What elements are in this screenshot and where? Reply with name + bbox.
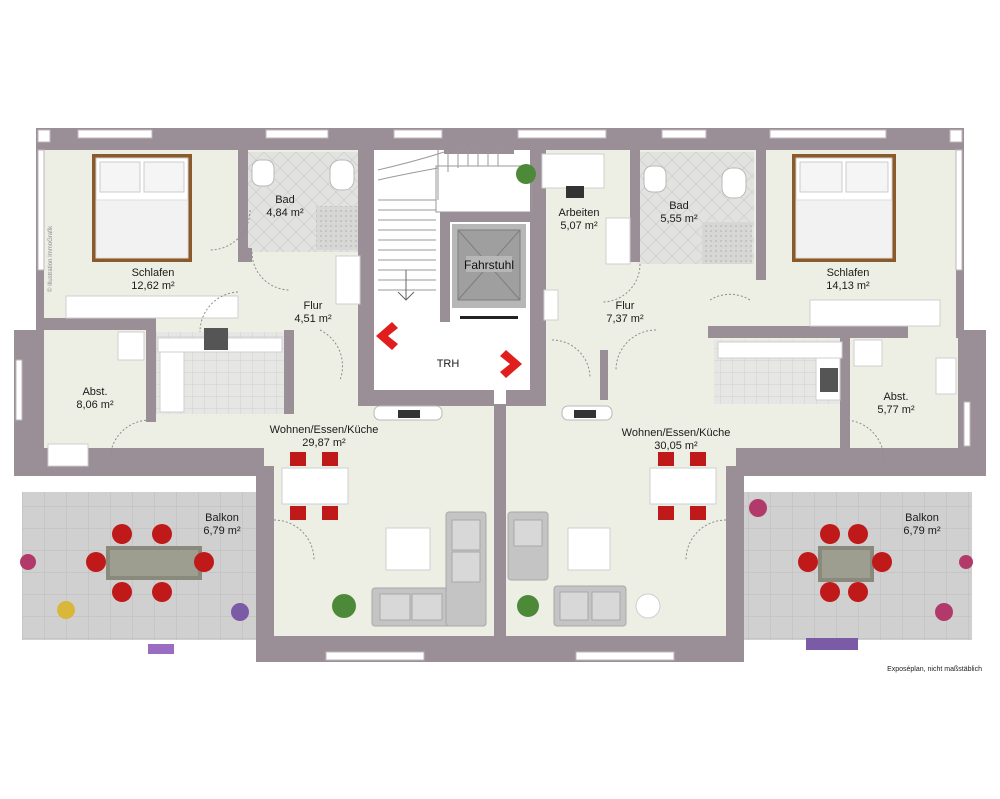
room-name-flur-right: Flur bbox=[616, 300, 635, 312]
room-area-balkon-left: 6,79 m² bbox=[203, 525, 241, 537]
room-name-abst-right: Abst. bbox=[883, 391, 908, 403]
room-name-flur-left: Flur bbox=[304, 300, 323, 312]
room-name-wohnen-right: Wohnen/Essen/Küche bbox=[622, 427, 731, 439]
bed-left bbox=[92, 154, 192, 262]
room-area-flur-right: 7,37 m² bbox=[606, 313, 644, 325]
room-name-balkon-left: Balkon bbox=[205, 512, 239, 524]
room-labels: Schlafen 12,62 m² Bad 4,84 m² Flur 4,51 … bbox=[76, 194, 941, 537]
room-name-bad-left: Bad bbox=[275, 194, 295, 206]
room-area-abst-left: 8,06 m² bbox=[76, 399, 114, 411]
room-area-abst-right: 5,77 m² bbox=[877, 404, 915, 416]
room-name-wohnen-left: Wohnen/Essen/Küche bbox=[270, 424, 379, 436]
arrow-right-icon bbox=[500, 350, 522, 378]
bed-right bbox=[792, 154, 896, 262]
room-area-schlafen-right: 14,13 m² bbox=[826, 280, 870, 292]
balcony-table-left bbox=[86, 524, 214, 602]
door-swings bbox=[109, 209, 885, 561]
sofa-left bbox=[371, 511, 487, 627]
room-area-wohnen-right: 30,05 m² bbox=[654, 440, 698, 452]
room-area-schlafen-left: 12,62 m² bbox=[131, 280, 175, 292]
room-name-arbeiten: Arbeiten bbox=[559, 207, 600, 219]
dining-left bbox=[281, 452, 349, 520]
room-area-flur-left: 4,51 m² bbox=[294, 313, 332, 325]
room-name-balkon-right: Balkon bbox=[905, 512, 939, 524]
windows bbox=[15, 129, 971, 661]
elevator-label: Fahrstuhl bbox=[464, 258, 514, 272]
footnote: Exposéplan, nicht maßstäblich bbox=[887, 666, 982, 673]
room-name-schlafen-right: Schlafen bbox=[827, 267, 870, 279]
room-area-arbeiten: 5,07 m² bbox=[560, 220, 598, 232]
staircase bbox=[377, 150, 533, 301]
watermark: © Illustration ImmoGrafik bbox=[47, 225, 54, 292]
room-name-schlafen-left: Schlafen bbox=[132, 267, 175, 279]
room-area-bad-right: 5,55 m² bbox=[660, 213, 698, 225]
dining-right bbox=[649, 452, 717, 520]
arrow-left-icon bbox=[376, 322, 398, 350]
elevator: Fahrstuhl bbox=[452, 224, 526, 319]
stairwell-label: TRH bbox=[437, 358, 460, 370]
sofa-right bbox=[507, 511, 627, 627]
balcony-table-right bbox=[798, 524, 892, 602]
room-name-bad-right: Bad bbox=[669, 200, 689, 212]
room-area-bad-left: 4,84 m² bbox=[266, 207, 304, 219]
furniture bbox=[20, 153, 973, 654]
room-name-abst-left: Abst. bbox=[82, 386, 107, 398]
room-area-wohnen-left: 29,87 m² bbox=[302, 437, 346, 449]
room-area-balkon-right: 6,79 m² bbox=[903, 525, 941, 537]
entrance-arrows bbox=[376, 322, 522, 378]
